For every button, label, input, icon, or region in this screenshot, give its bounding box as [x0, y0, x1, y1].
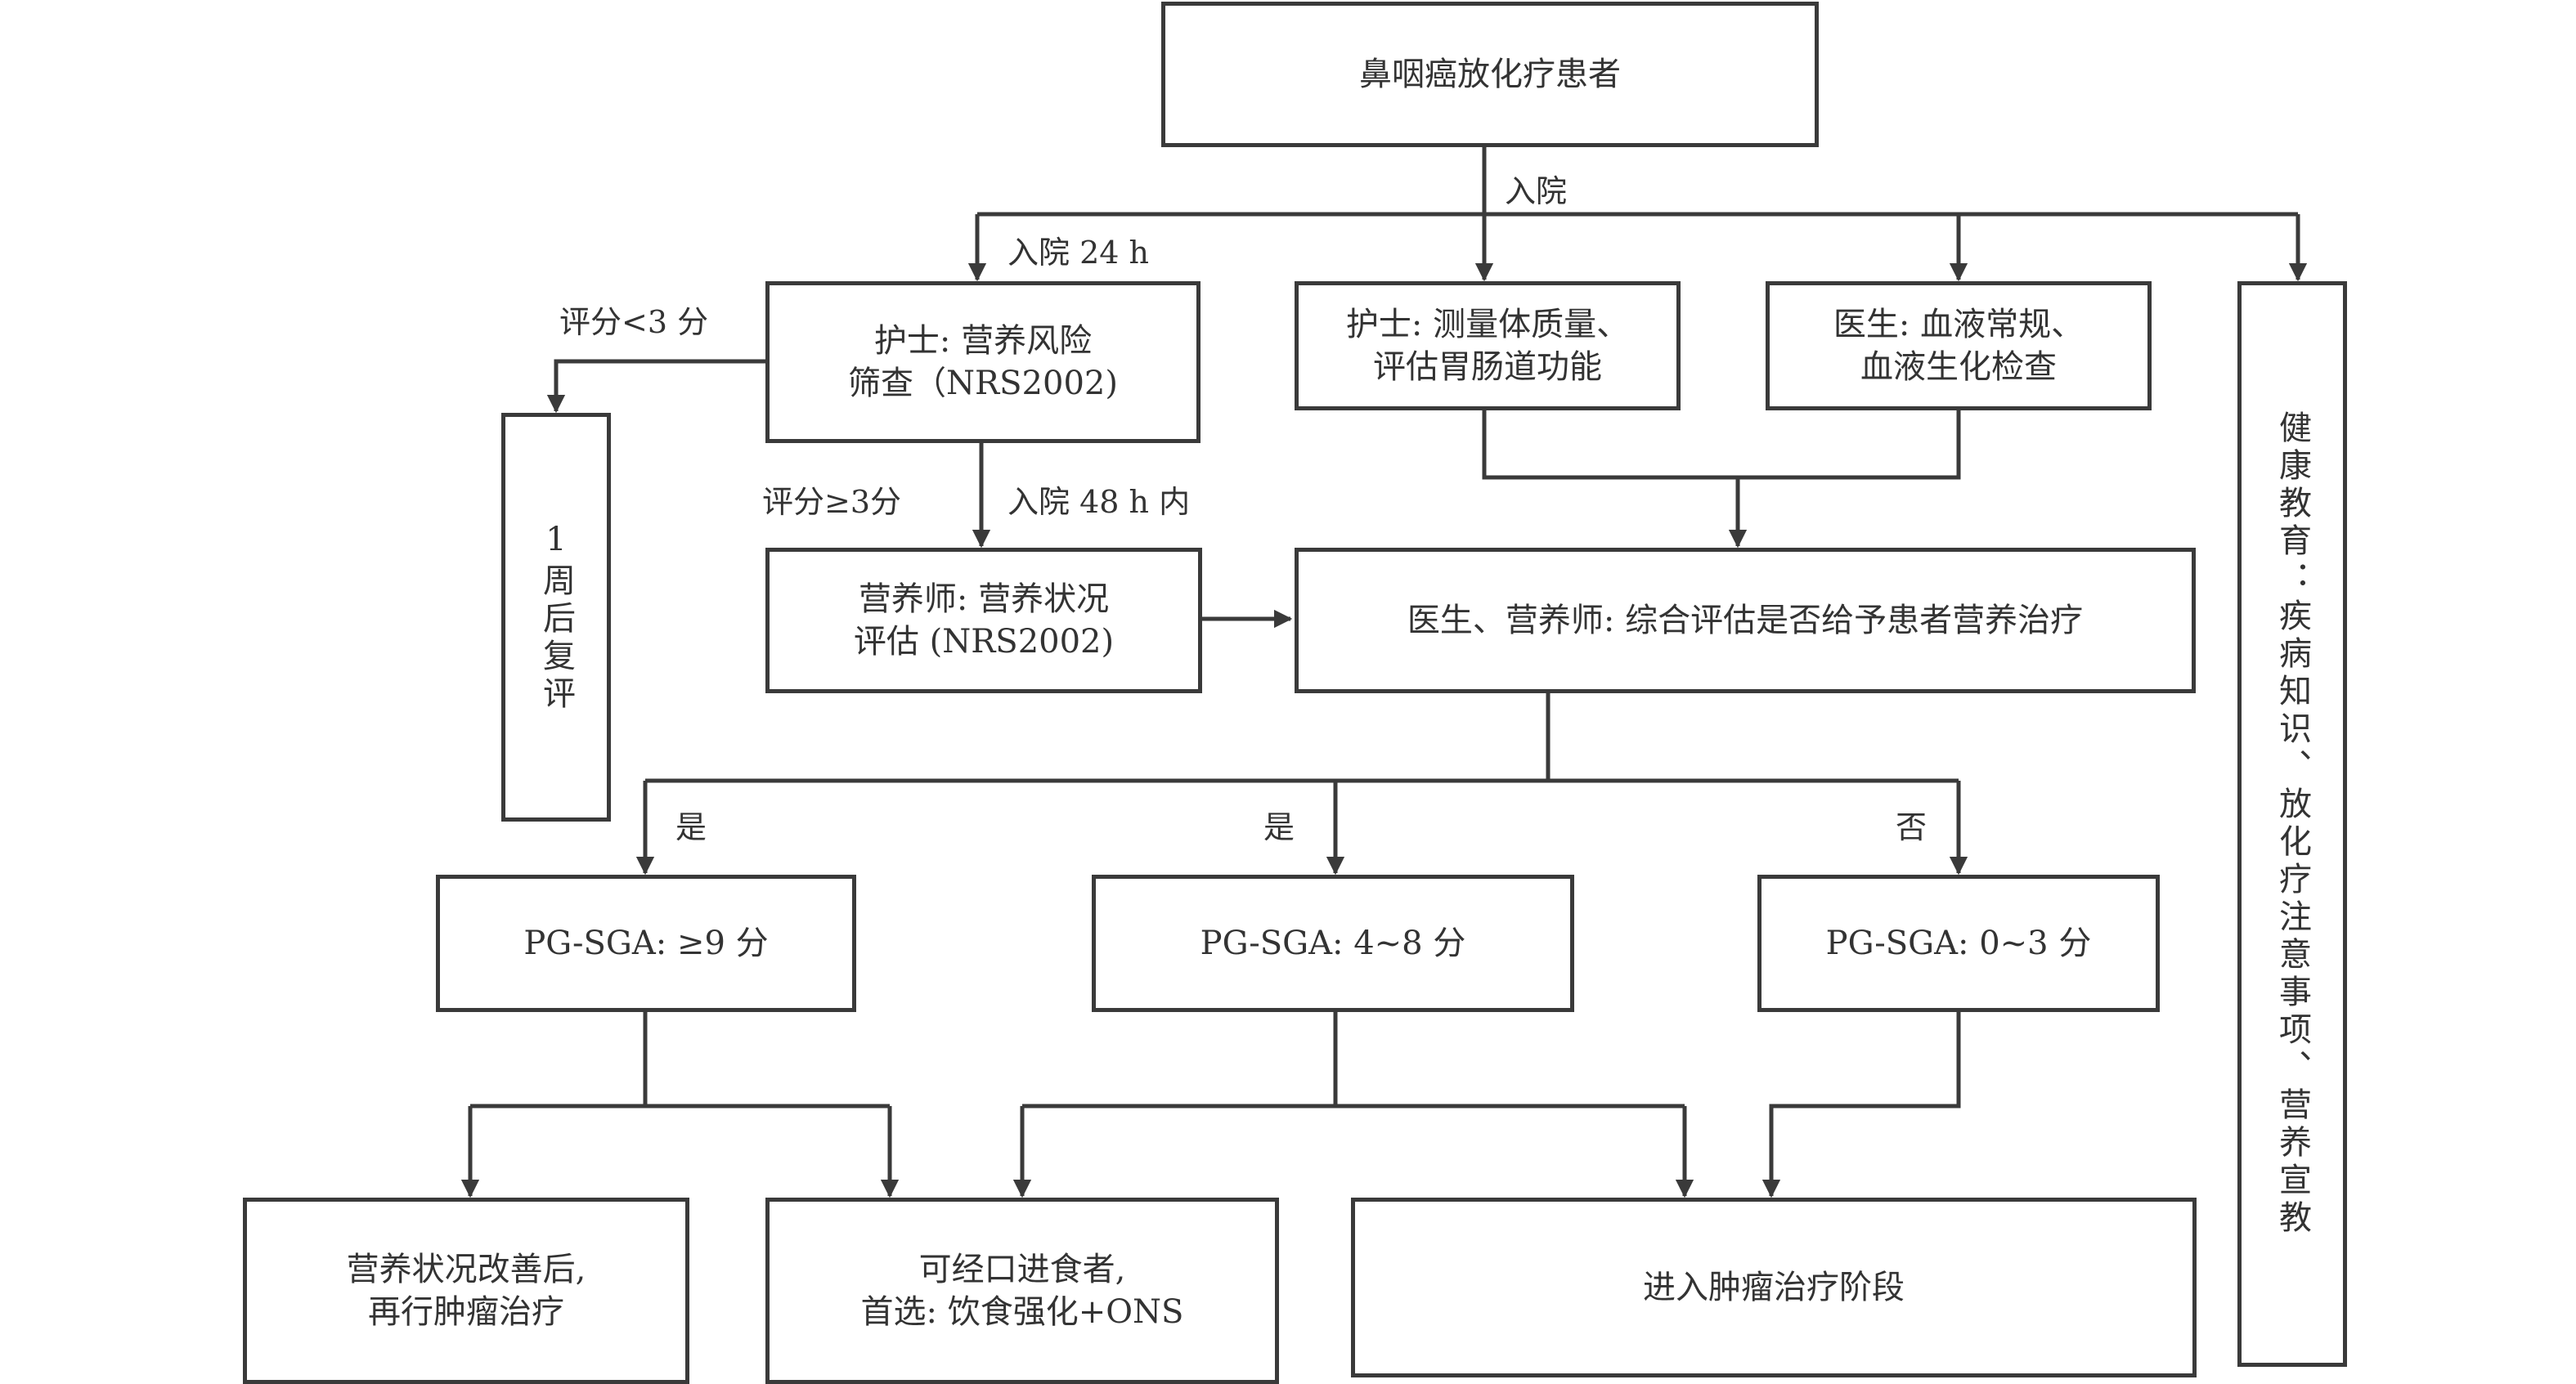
patient-label: 鼻咽癌放化疗患者	[1359, 56, 1621, 93]
improve-first-label: 营养状况改善后, 再行肿瘤治疗	[346, 1251, 586, 1331]
arrow-to-reeval	[546, 359, 765, 414]
reevaluation-box: 1周后复评	[501, 413, 611, 822]
tumor-treatment-box: 进入肿瘤治疗阶段	[1351, 1198, 2197, 1377]
pg-sga-low-label: PG-SGA: 0~3 分	[1825, 925, 2092, 962]
nurse-screening-box: 护士: 营养风险 筛查（NRS2002)	[765, 281, 1200, 443]
reevaluation-label: 1周后复评	[537, 521, 575, 714]
pg-sga-high-box: PG-SGA: ≥9 分	[436, 875, 856, 1012]
pg-sga-low-box: PG-SGA: 0~3 分	[1757, 875, 2160, 1012]
label-score-ge3: 评分≥3分	[762, 484, 902, 520]
connector-measure-merge	[1482, 410, 1961, 480]
patient-box: 鼻咽癌放化疗患者	[1161, 2, 1819, 147]
oral-ons-box: 可经口进食者, 首选: 饮食强化+ONS	[765, 1198, 1279, 1384]
improve-first-box: 营养状况改善后, 再行肿瘤治疗	[243, 1198, 689, 1384]
oral-ons-label: 可经口进食者, 首选: 饮食强化+ONS	[860, 1251, 1184, 1331]
pg-sga-mid-label: PG-SGA: 4~8 分	[1200, 925, 1466, 962]
label-admit-48h: 入院 48 h 内	[1008, 484, 1191, 520]
health-education-box: 健康教育：疾病知识、放化疗注意事项、营养宣教	[2237, 281, 2347, 1367]
label-yes-high: 是	[675, 809, 707, 845]
dietitian-eval-label: 营养师: 营养状况 评估 (NRS2002)	[853, 580, 1115, 661]
nurse-measure-label: 护士: 测量体质量、 评估胃肠道功能	[1345, 306, 1630, 386]
arrow-low-to-tumor	[1761, 1012, 1961, 1198]
dietitian-eval-box: 营养师: 营养状况 评估 (NRS2002)	[765, 548, 1202, 693]
comprehensive-eval-label: 医生、营养师: 综合评估是否给予患者营养治疗	[1407, 602, 2084, 639]
doctor-blood-label: 医生: 血液常规、 血液生化检查	[1833, 306, 2085, 386]
label-no-low: 否	[1896, 809, 1928, 845]
pg-sga-mid-box: PG-SGA: 4~8 分	[1092, 875, 1574, 1012]
comprehensive-eval-box: 医生、营养师: 综合评估是否给予患者营养治疗	[1295, 548, 2196, 693]
label-score-lt3: 评分<3 分	[559, 304, 709, 340]
label-admit-24h: 入院 24 h	[1008, 235, 1149, 271]
tumor-treatment-label: 进入肿瘤治疗阶段	[1643, 1269, 1905, 1306]
nurse-measure-box: 护士: 测量体质量、 评估胃肠道功能	[1295, 281, 1681, 410]
nurse-screening-label: 护士: 营养风险 筛查（NRS2002)	[848, 322, 1118, 402]
health-education-label: 健康教育：疾病知识、放化疗注意事项、营养宣教	[2273, 410, 2311, 1238]
label-admit: 入院	[1505, 173, 1568, 209]
label-yes-mid: 是	[1263, 809, 1295, 845]
doctor-blood-box: 医生: 血液常规、 血液生化检查	[1766, 281, 2152, 410]
pg-sga-high-label: PG-SGA: ≥9 分	[523, 925, 769, 962]
